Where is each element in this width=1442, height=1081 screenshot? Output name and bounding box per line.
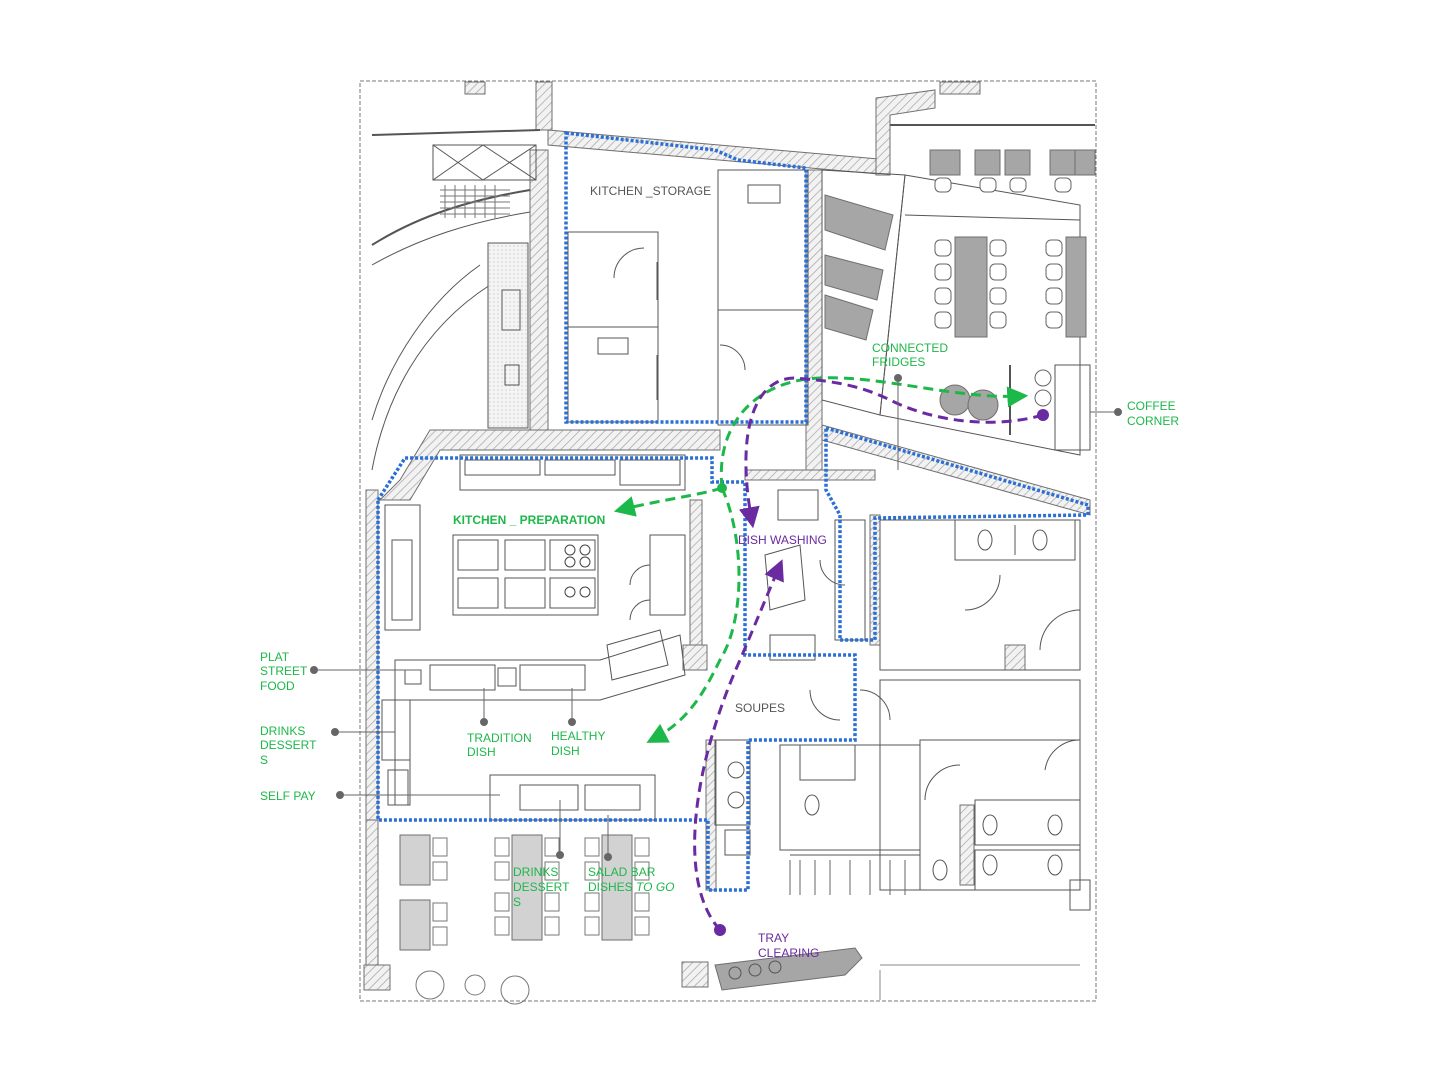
label-plat-street-food-1: PLAT <box>260 650 290 664</box>
connected-fridges-pointer-dot-icon <box>894 374 902 382</box>
label-salad-bar-1: SALAD BAR <box>588 865 656 879</box>
label-drinks-dessert-left-1: DRINKS <box>260 724 305 738</box>
label-self-pay: SELF PAY <box>260 789 316 803</box>
label-plat-street-food-2: STREET <box>260 664 308 678</box>
label-tradition-dish-1: TRADITION <box>467 731 532 745</box>
tray-flow <box>693 376 1044 932</box>
label-drinks-dessert-bottom-3: S <box>513 895 521 909</box>
tradition-dish-pointer-dot-icon <box>480 718 488 726</box>
salad-bar-pointer-dot-icon <box>604 853 612 861</box>
label-connected-fridges-1: CONNECTED <box>872 341 948 355</box>
label-connected-fridges-2: FRIDGES <box>872 355 925 369</box>
customer-flow-start-dot-icon <box>717 483 727 493</box>
label-tray-clearing-2: CLEARING <box>758 946 819 960</box>
drinks-dessert-left-pointer-dot-icon <box>331 728 339 736</box>
tray-clearing-dot-icon <box>714 924 726 936</box>
label-coffee-corner-1: COFFEE <box>1127 399 1176 413</box>
label-healthy-dish-1: HEALTHY <box>551 729 605 743</box>
label-drinks-dessert-bottom-1: DRINKS <box>513 865 558 879</box>
label-salad-bar-dishes: DISHES <box>588 880 633 894</box>
label-tradition-dish-2: DISH <box>467 745 496 759</box>
label-healthy-dish-2: DISH <box>551 744 580 758</box>
tray-clearing-rings <box>728 960 782 980</box>
drinks-dessert-bottom-pointer-dot-icon <box>556 851 564 859</box>
label-salad-bar-to-go: TO GO <box>636 880 674 894</box>
site-boundary <box>359 80 1097 1002</box>
room-lines <box>371 124 1095 1005</box>
label-drinks-dessert-left-3: S <box>260 753 268 767</box>
label-plat-street-food-3: FOOD <box>260 679 295 693</box>
coffee-zone <box>824 425 1090 642</box>
kitchen-zones <box>376 131 1090 892</box>
label-tray-clearing-1: TRAY <box>758 931 789 945</box>
walls <box>363 81 1091 991</box>
healthy-dish-pointer-dot-icon <box>568 718 576 726</box>
label-salad-bar-2: DISHES TO GO <box>588 880 674 894</box>
callout-leaders <box>310 374 1122 861</box>
label-coffee-corner-2: CORNER <box>1127 414 1179 428</box>
self-pay-pointer-dot-icon <box>336 791 344 799</box>
tray-flow-start-dot-icon <box>1037 409 1049 421</box>
label-soupes: SOUPES <box>735 701 785 715</box>
label-kitchen-preparation: KITCHEN _ PREPARATION <box>453 513 605 527</box>
plat-street-food-pointer-dot-icon <box>310 666 318 674</box>
label-dish-washing: DISH WASHING <box>738 533 827 547</box>
chairs <box>934 177 1072 407</box>
kitchen-preparation-zone <box>376 456 857 892</box>
furniture <box>399 149 1096 991</box>
coffee-corner-pointer-dot-icon <box>1114 408 1122 416</box>
label-drinks-dessert-left-2: DESSERT <box>260 738 317 752</box>
customer-flow <box>613 376 1029 743</box>
labels: KITCHEN _STORAGE KITCHEN _ PREPARATION D… <box>260 184 1179 960</box>
label-drinks-dessert-bottom-2: DESSERT <box>513 880 570 894</box>
kitchen-storage-zone <box>564 131 808 424</box>
label-kitchen-storage: KITCHEN _STORAGE <box>590 184 711 198</box>
